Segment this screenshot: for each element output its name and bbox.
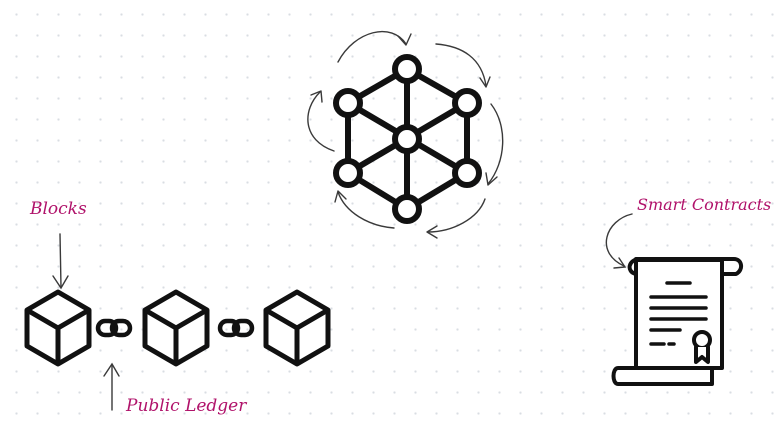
cycle-arrow-top <box>337 30 407 63</box>
cycle-arrow-bottom-left <box>337 191 395 229</box>
cube-icon <box>145 292 207 364</box>
block-chain <box>27 292 328 364</box>
network-nodes <box>333 54 482 224</box>
cycle-arrow-left <box>307 91 335 152</box>
chain-link-icon <box>220 321 252 335</box>
smart-contracts-label: Smart Contracts <box>637 195 771 214</box>
blocks-label-group: Blocks <box>29 199 87 290</box>
public-ledger-label-group: Public Ledger <box>103 362 247 416</box>
network-hexagon-icon <box>333 54 482 224</box>
cycle-arrow-bottom-right <box>427 198 486 233</box>
cycle-arrow-top-right <box>435 43 487 87</box>
chain-link-icon <box>98 321 130 335</box>
public-ledger-arrow <box>103 362 120 411</box>
public-ledger-label: Public Ledger <box>125 396 247 416</box>
cycle-arrow-right <box>487 103 504 185</box>
smart-contracts-arrow <box>605 213 633 269</box>
cube-icon <box>27 292 89 364</box>
contract-scroll-icon <box>611 257 743 386</box>
smart-contracts-label-group: Smart Contracts <box>605 195 771 269</box>
blocks-label: Blocks <box>29 199 87 219</box>
contract-text-lines <box>649 281 708 346</box>
cycle-arrows <box>307 30 504 239</box>
contract-seal-icon <box>692 330 712 364</box>
blocks-arrow <box>52 233 69 290</box>
cube-icon <box>266 292 328 364</box>
